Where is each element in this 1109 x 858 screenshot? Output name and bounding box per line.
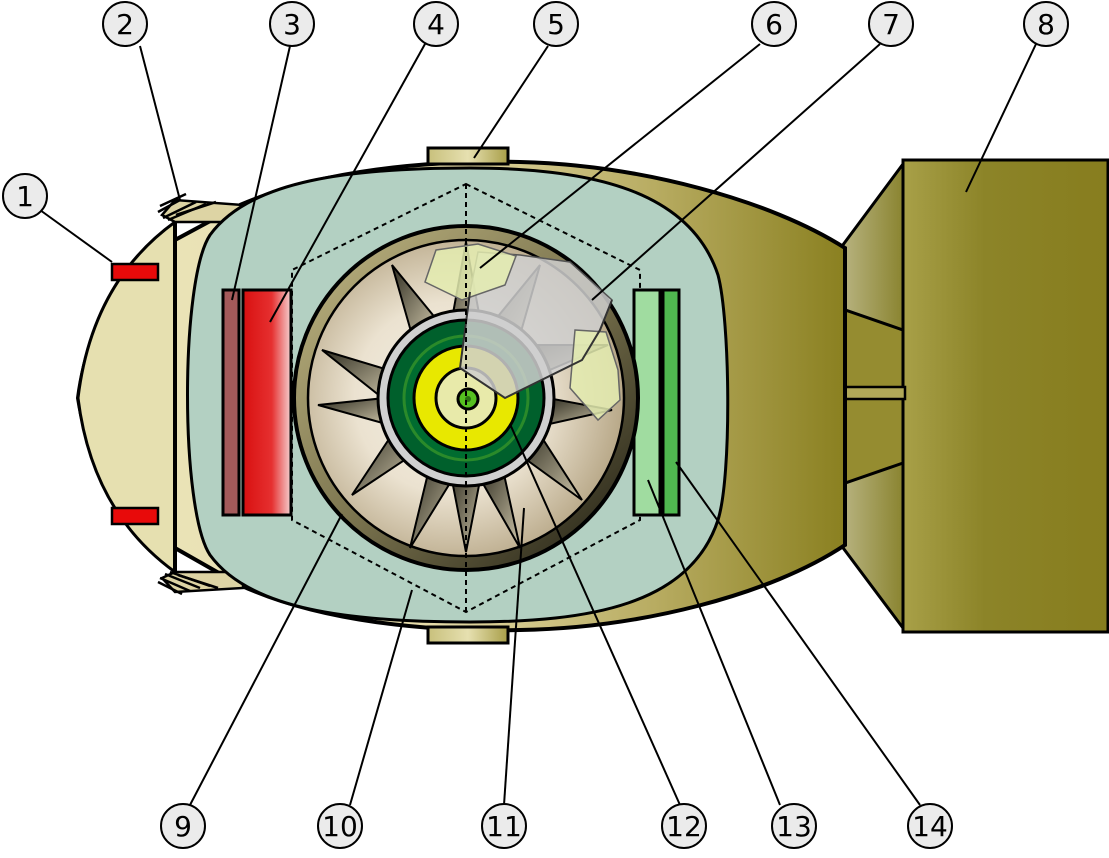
- callout-label: 7: [882, 8, 900, 41]
- callout-marker-5: 5: [533, 1, 579, 47]
- callout-label: 6: [765, 8, 783, 41]
- green-plate: [661, 288, 681, 517]
- tail-fin-box: [901, 158, 1109, 634]
- callout-marker-10: 10: [317, 803, 363, 849]
- callout-label: 1: [16, 180, 34, 213]
- callout-circle: [102, 1, 148, 47]
- callout-circle: [481, 803, 527, 849]
- callout-circle: [2, 173, 48, 219]
- red-charge-block: [241, 288, 293, 517]
- lower-antenna-array: [157, 570, 219, 596]
- cutaway-fragments: [424, 243, 621, 422]
- callout-label: 5: [547, 8, 565, 41]
- callout-marker-9: 9: [160, 803, 206, 849]
- top-lug: [426, 146, 510, 166]
- callout-circle: [160, 803, 206, 849]
- callout-marker-7: 7: [868, 1, 914, 47]
- callout-marker-2: 2: [102, 1, 148, 47]
- callout-circle: [907, 803, 953, 849]
- callout-label: 12: [666, 810, 702, 843]
- callout-circle: [771, 803, 817, 849]
- callout-circle: [317, 803, 363, 849]
- upper-impact-fuze: [110, 262, 160, 282]
- callout-circle: [269, 1, 315, 47]
- callout-label: 13: [776, 810, 812, 843]
- callout-marker-3: 3: [269, 1, 315, 47]
- lower-impact-fuze: [110, 506, 160, 526]
- callout-marker-1: 1: [2, 173, 48, 219]
- callout-label: 4: [427, 8, 445, 41]
- callout-circle: [751, 1, 797, 47]
- callout-label: 10: [322, 810, 358, 843]
- callout-label: 3: [283, 8, 301, 41]
- callout-marker-14: 14: [907, 803, 953, 849]
- callout-circle: [1023, 1, 1069, 47]
- thin-brown-plate: [221, 288, 241, 517]
- callout-label: 2: [116, 8, 134, 41]
- callout-label: 14: [912, 810, 948, 843]
- bottom-lug: [426, 625, 510, 645]
- callout-marker-13: 13: [771, 803, 817, 849]
- callout-label: 11: [486, 810, 522, 843]
- callout-circle: [661, 803, 707, 849]
- callout-marker-6: 6: [751, 1, 797, 47]
- callout-label: 8: [1037, 8, 1055, 41]
- fragment-outline: [458, 291, 613, 400]
- callout-marker-11: 11: [481, 803, 527, 849]
- callout-circle: [413, 1, 459, 47]
- leader-lines: [39, 43, 1037, 806]
- callout-circle: [868, 1, 914, 47]
- callout-marker-4: 4: [413, 1, 459, 47]
- callout-marker-8: 8: [1023, 1, 1069, 47]
- callout-circle: [533, 1, 579, 47]
- upper-antenna-array: [157, 192, 217, 222]
- pale-green-fragment-right: [569, 329, 621, 422]
- callout-marker-12: 12: [661, 803, 707, 849]
- callout-label: 9: [174, 810, 192, 843]
